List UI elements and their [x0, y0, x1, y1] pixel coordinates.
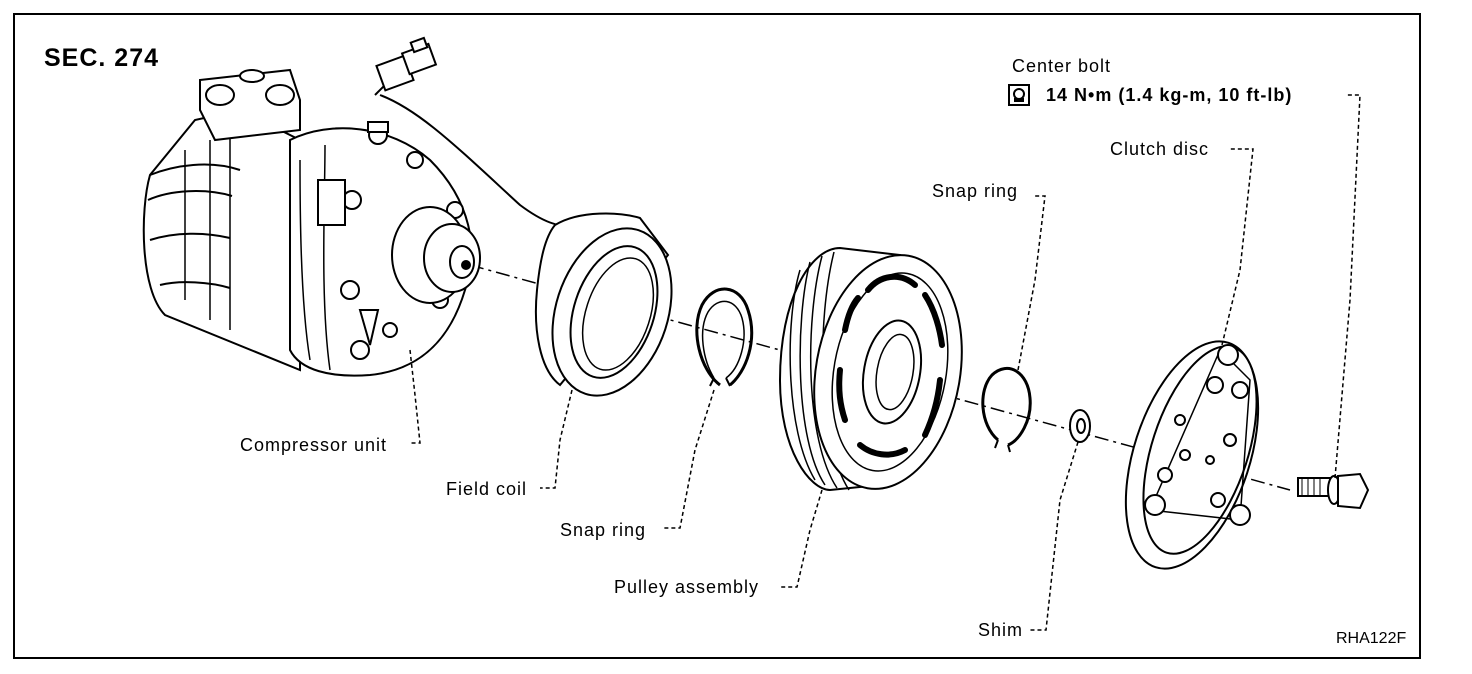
- snap-ring-inner-label: Snap ring: [560, 520, 647, 540]
- pulley-assembly-label: Pulley assembly: [614, 577, 760, 597]
- torque-wrench-icon: [1008, 84, 1030, 106]
- diagram-frame: [13, 13, 1421, 659]
- clutch-disc-label: Clutch disc: [1110, 139, 1210, 159]
- center-bolt-label: Center bolt: [1012, 56, 1112, 76]
- section-number: SEC. 274: [44, 44, 160, 72]
- snap-ring-outer-label: Snap ring: [932, 181, 1019, 201]
- leader-field-coil: [540, 389, 573, 489]
- compressor-unit-label: Compressor unit: [240, 435, 388, 455]
- center-bolt-part: [1297, 472, 1370, 510]
- torque-spec: 14 N•m (1.4 kg-m, 10 ft-lb): [1008, 84, 1292, 106]
- snap-ring-outer-part: [981, 367, 1032, 453]
- leader-snap-ring-outer: [1017, 195, 1046, 371]
- field-coil-part: [534, 212, 673, 397]
- shim-label: Shim: [978, 620, 1024, 640]
- leader-compressor: [409, 349, 421, 444]
- shim-part: [1069, 409, 1091, 443]
- pulley-assembly-part: [778, 246, 963, 492]
- figure-code: RHA122F: [1336, 630, 1407, 647]
- leader-pulley: [780, 489, 823, 588]
- snap-ring-inner-part: [695, 287, 754, 387]
- compressor-unit-part: [142, 36, 581, 377]
- field-coil-label: Field coil: [446, 479, 528, 499]
- clutch-disc-part: [1124, 340, 1260, 570]
- torque-value: 14 N•m (1.4 kg-m, 10 ft-lb): [1046, 84, 1293, 105]
- leader-lines: [409, 94, 1361, 631]
- leader-shim: [1030, 441, 1079, 631]
- leader-clutch-disc: [1221, 148, 1254, 346]
- leader-center-bolt: [1334, 94, 1361, 479]
- leader-snap-ring-inner: [662, 389, 715, 529]
